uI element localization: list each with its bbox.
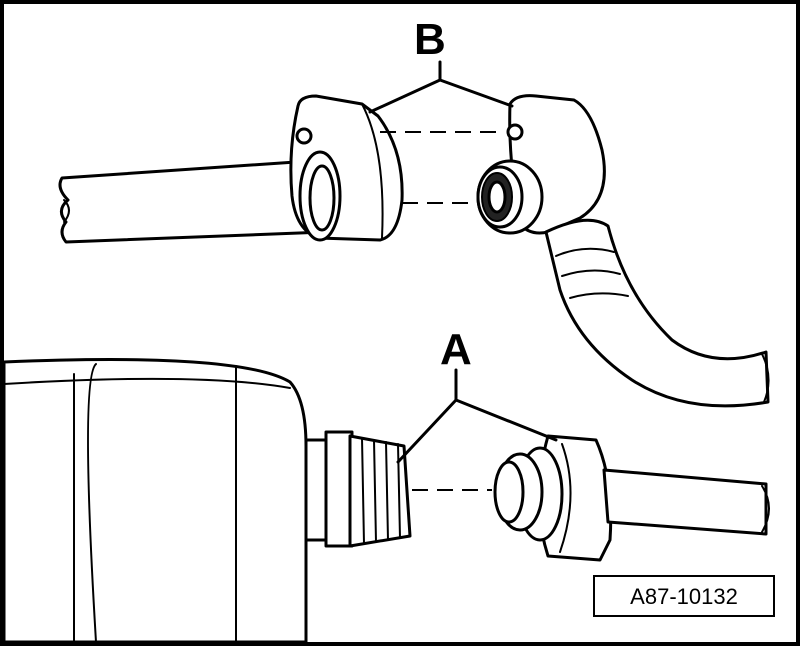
left-clamp-block (289, 94, 404, 242)
right-clamp-block (476, 94, 606, 235)
lower-right-pipe (602, 468, 770, 536)
upper-right-hose (544, 218, 770, 408)
figure-code: A87-10132 (630, 584, 738, 609)
upper-assembly-b: B (58, 15, 770, 408)
label-a: A (440, 325, 472, 374)
label-b: B (414, 15, 446, 64)
union-nut-fitting (493, 434, 613, 562)
lower-assembly-a: A (2, 325, 770, 644)
figure-code-box: A87-10132 (593, 575, 775, 617)
upper-left-pipe (58, 158, 327, 244)
threaded-connector (304, 430, 412, 548)
component-housing (2, 358, 308, 644)
